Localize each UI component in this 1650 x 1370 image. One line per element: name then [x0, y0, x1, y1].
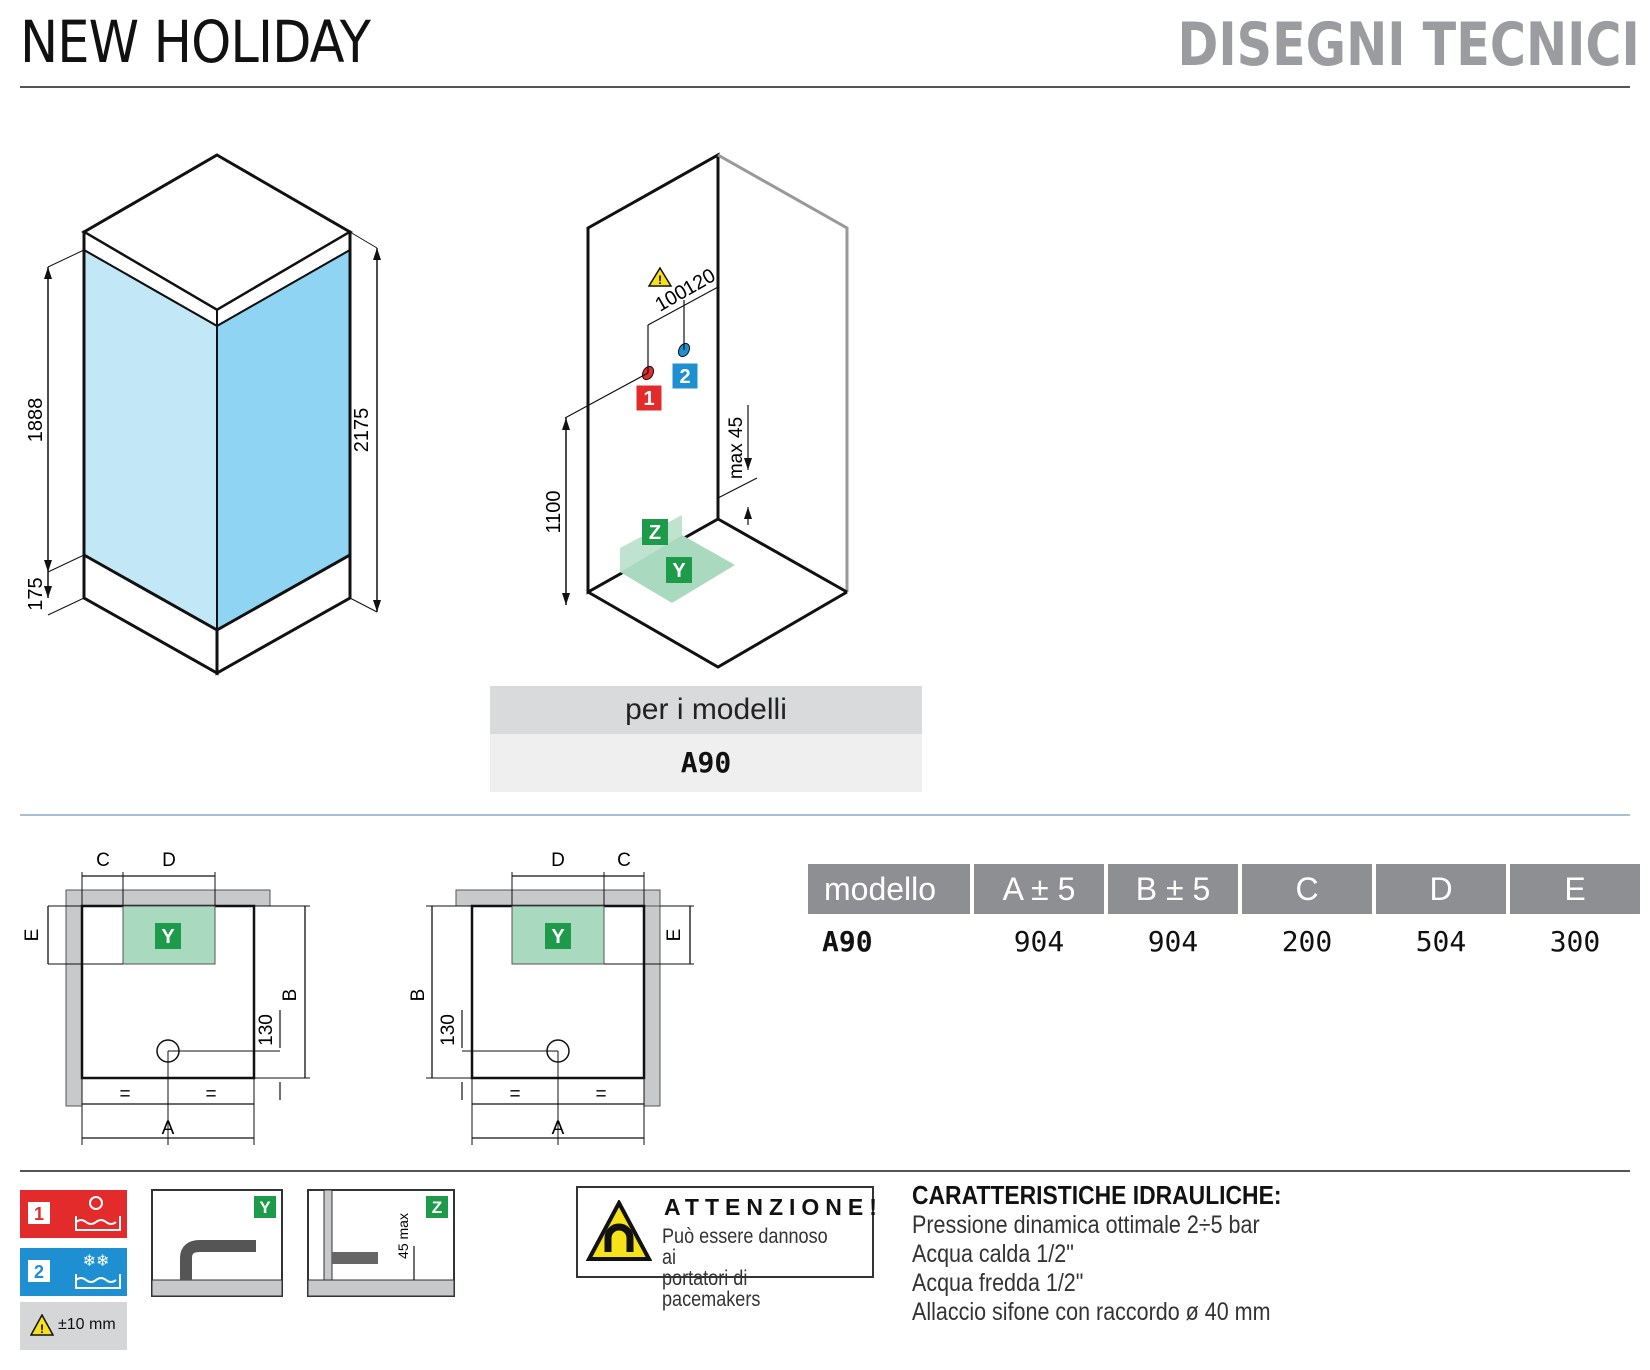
- top-drawings: 1888 175 2175 ! 1 2 Z: [25, 152, 849, 676]
- models-value: A90: [490, 734, 922, 792]
- hydraulics-line: Allaccio sifone con raccordo ø 40 mm: [912, 1298, 1271, 1326]
- col-c: C: [1242, 864, 1372, 914]
- cold-water-badge: [671, 362, 699, 390]
- connections-drawing: ! 1 2 Z Y 100 120 1100 max 45: [543, 152, 849, 669]
- dim-1100: 1100: [543, 490, 565, 533]
- svg-text:C: C: [96, 850, 110, 871]
- header-divider: [20, 86, 1630, 88]
- attention-title: ATTENZIONE!: [664, 1194, 883, 1220]
- tolerance-legend: ! ±10 mm: [20, 1302, 127, 1350]
- hydraulics-line: Acqua calda 1/2": [912, 1240, 1074, 1268]
- svg-text:Y: Y: [161, 926, 175, 948]
- svg-text:Z: Z: [432, 1198, 442, 1217]
- svg-text:!: !: [40, 1322, 44, 1336]
- mid-divider: [20, 814, 1630, 816]
- dim-175: 175: [25, 577, 47, 610]
- svg-text:=: =: [119, 1084, 130, 1105]
- hydraulics-line: Pressione dinamica ottimale 2÷5 bar: [912, 1211, 1260, 1239]
- plan-right: Y D C E B 130 = = A: [408, 850, 694, 1145]
- svg-text:D: D: [162, 850, 176, 871]
- plan-drawings: Y C D E B 130 = = A Y D C: [22, 850, 694, 1145]
- dimensions-table: modello A ± 5 B ± 5 C D E A90 904 904 20…: [804, 864, 1644, 968]
- legend-icons: 1 2 ❄❄ Y Z 45 max: [20, 1189, 455, 1297]
- svg-text:Y: Y: [259, 1198, 271, 1217]
- svg-text:A: A: [162, 1118, 175, 1139]
- hot-water-badge: [635, 384, 663, 412]
- warning-icon: !: [30, 1314, 54, 1336]
- svg-text:D: D: [551, 850, 565, 871]
- col-a: A ± 5: [974, 864, 1104, 914]
- svg-text:!: !: [658, 273, 662, 287]
- product-title: NEW HOLIDAY: [20, 8, 371, 76]
- col-modello: modello: [808, 864, 970, 914]
- svg-text:A: A: [552, 1118, 565, 1139]
- hydraulics-title: CARATTERISTICHE IDRAULICHE:: [912, 1180, 1282, 1210]
- svg-text:Y: Y: [672, 560, 686, 582]
- bottom-divider: [20, 1170, 1630, 1172]
- svg-text:2: 2: [34, 1262, 44, 1282]
- svg-text:1: 1: [34, 1204, 44, 1224]
- svg-text:E: E: [664, 929, 685, 942]
- svg-text:Y: Y: [551, 926, 565, 948]
- svg-text:2: 2: [679, 366, 690, 388]
- svg-text:130: 130: [256, 1014, 277, 1046]
- dim-1888: 1888: [25, 398, 47, 443]
- z-badge: [642, 519, 668, 545]
- tolerance-text: ±10 mm: [58, 1316, 116, 1333]
- models-box: per i modelli A90: [490, 686, 922, 792]
- table-row: A90 904 904 200 504 300: [822, 924, 1601, 958]
- dim-max45: max 45: [726, 417, 747, 479]
- svg-text:=: =: [509, 1084, 520, 1105]
- sun-icon: [89, 1196, 103, 1210]
- svg-text:C: C: [617, 850, 631, 871]
- section-title: DISEGNI TECNICI: [1177, 10, 1640, 80]
- hydraulics-section: CARATTERISTICHE IDRAULICHE: Pressione di…: [912, 1180, 1332, 1327]
- models-caption: per i modelli: [490, 686, 922, 734]
- hydraulics-line: Acqua fredda 1/2": [912, 1269, 1084, 1297]
- magnet-warning-icon: [586, 1200, 652, 1261]
- svg-text:B: B: [280, 989, 301, 1002]
- svg-text:Z: Z: [649, 522, 661, 544]
- cabin-iso-drawing: 1888 175 2175: [25, 153, 381, 676]
- col-b: B ± 5: [1108, 864, 1238, 914]
- svg-text:1: 1: [643, 388, 654, 410]
- svg-text:=: =: [595, 1084, 606, 1105]
- col-e: E: [1510, 864, 1640, 914]
- dim-2175: 2175: [351, 408, 373, 453]
- svg-text:45 max: 45 max: [395, 1213, 411, 1259]
- attention-box: ATTENZIONE! Può essere dannoso ai portat…: [576, 1186, 877, 1310]
- svg-text:=: =: [205, 1084, 216, 1105]
- col-d: D: [1376, 864, 1506, 914]
- svg-text:B: B: [408, 989, 429, 1002]
- y-badge: [666, 557, 692, 583]
- plan-left: Y C D E B 130 = = A: [22, 850, 310, 1145]
- svg-text:130: 130: [438, 1014, 459, 1046]
- warning-icon: [647, 266, 673, 287]
- snowflake-icon: ❄❄: [83, 1253, 110, 1270]
- svg-text:E: E: [22, 929, 43, 942]
- attention-text: Può essere dannoso ai portatori di pacem…: [662, 1225, 828, 1311]
